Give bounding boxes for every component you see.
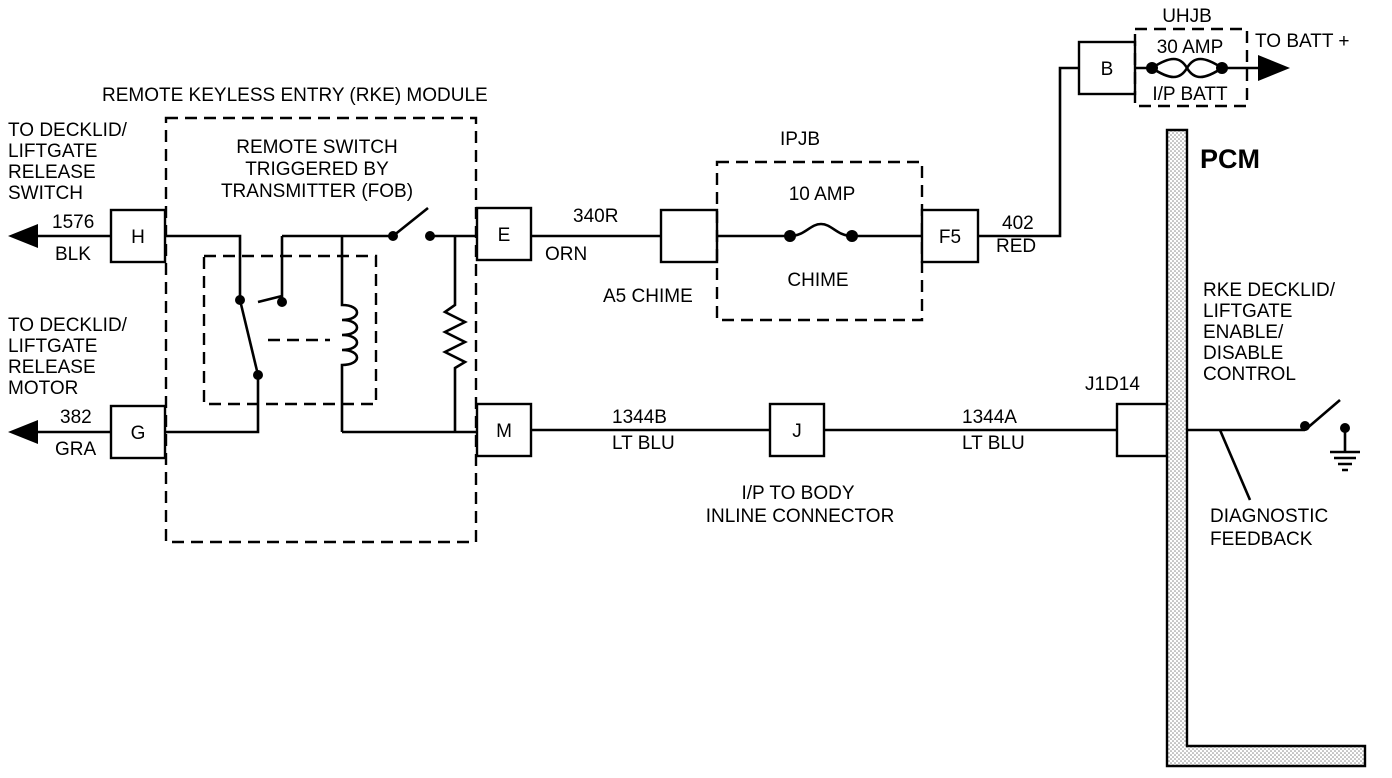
- arrow-left-icon: [8, 420, 38, 444]
- ipjb-title: IPJB: [780, 129, 820, 150]
- rke-control-label-line-5: CONTROL: [1203, 364, 1296, 385]
- inline-connector-label: I/P TO BODY INLINE CONNECTOR: [706, 483, 895, 527]
- to-decklid-release-motor-label: TO DECKLID/ LIFTGATE RELEASE MOTOR: [8, 315, 128, 399]
- release-motor-label-line-4: MOTOR: [8, 378, 78, 399]
- wire-382-circuit: 382: [60, 407, 92, 428]
- wire-h-to-relay-common: [165, 234, 242, 300]
- wire-340r-color: ORN: [545, 244, 587, 265]
- fuse-dot-left: [784, 230, 796, 242]
- release-motor-label-line-1: TO DECKLID/: [8, 315, 128, 336]
- relay-coil-icon: [340, 236, 359, 432]
- rke-control-label-line-2: LIFTGATE: [1203, 301, 1292, 322]
- connector-m-label: M: [496, 421, 512, 442]
- connector-h-label: H: [131, 227, 145, 248]
- relay-pivot-dot: [235, 295, 245, 305]
- relay-lower-dot: [253, 370, 263, 380]
- connector-e-label: E: [498, 225, 511, 246]
- connector-g: [109, 404, 167, 460]
- wire-1576-color: BLK: [55, 244, 91, 265]
- relay-contact-dot: [277, 297, 287, 307]
- rke-module-title: REMOTE KEYLESS ENTRY (RKE) MODULE: [102, 85, 488, 106]
- relay-switch-blade: [238, 299, 260, 376]
- pcm-switch-dot-left: [1300, 421, 1310, 431]
- to-batt-label: TO BATT +: [1255, 31, 1350, 52]
- release-switch-label-line-1: TO DECKLID/: [8, 120, 128, 141]
- release-motor-label-line-3: RELEASE: [8, 357, 96, 378]
- arrow-left-icon: [8, 224, 38, 248]
- ground-icon: [1330, 428, 1360, 472]
- connector-e: [475, 206, 533, 262]
- release-motor-label-line-2: LIFTGATE: [8, 336, 97, 357]
- uhjb-fuse-rating: 30 AMP: [1157, 37, 1224, 58]
- ipjb-fuse-rating: 10 AMP: [789, 184, 856, 205]
- remote-switch-label-line-2: TRIGGERED BY: [245, 159, 389, 180]
- wire-402-circuit: 402: [1002, 213, 1034, 234]
- connector-m: [475, 402, 533, 458]
- release-switch-label-line-3: RELEASE: [8, 162, 96, 183]
- remote-switch-blade: [392, 206, 429, 238]
- connector-a5: [659, 208, 719, 264]
- remote-switch-label-line-1: REMOTE SWITCH: [236, 137, 398, 158]
- rke-control-label-line-1: RKE DECKLID/: [1203, 280, 1336, 301]
- diagnostic-feedback-leader: [1218, 429, 1252, 501]
- wire-402: [978, 66, 1079, 238]
- to-decklid-release-switch-label: TO DECKLID/ LIFTGATE RELEASE SWITCH: [8, 120, 128, 204]
- inline-connector-label-line-1: I/P TO BODY: [742, 483, 855, 504]
- wire-1344b-circuit: 1344B: [612, 407, 667, 428]
- wire-382-color: GRA: [55, 439, 97, 460]
- pcm-pin-label: J1D14: [1085, 374, 1140, 395]
- rke-control-label-line-3: ENABLE/: [1203, 322, 1284, 343]
- arrow-right-icon: [1258, 55, 1290, 81]
- wire-1576-circuit: 1576: [52, 212, 94, 233]
- wire-g-to-relay: [165, 375, 260, 434]
- remote-switch-label: REMOTE SWITCH TRIGGERED BY TRANSMITTER (…: [221, 137, 413, 202]
- relay-contact-blade: [257, 294, 283, 304]
- inline-connector-label-line-2: INLINE CONNECTOR: [706, 506, 895, 527]
- diagnostic-feedback-line-1: DIAGNOSTIC: [1210, 506, 1328, 527]
- release-switch-label-line-2: LIFTGATE: [8, 141, 97, 162]
- wire-402-color: RED: [996, 236, 1036, 257]
- diagnostic-feedback-line-2: FEEDBACK: [1210, 529, 1313, 550]
- fuse-icon: [1135, 57, 1260, 79]
- pcm-body: [1165, 128, 1367, 768]
- pcm-control-switch-blade: [1304, 399, 1341, 431]
- uhjb-fuse-dot-left: [1146, 62, 1158, 74]
- pcm-title: PCM: [1200, 144, 1260, 174]
- uhjb-fuse-dot-right: [1216, 62, 1228, 74]
- a5-chime-label: A5 CHIME: [603, 286, 693, 307]
- wire-1344b-color: LT BLU: [612, 433, 675, 454]
- connector-b: [1077, 40, 1137, 96]
- remote-switch-dot-left: [388, 231, 398, 241]
- rke-control-label-line-4: DISABLE: [1203, 343, 1283, 364]
- uhjb-title: UHJB: [1162, 6, 1212, 27]
- connector-b-label: B: [1101, 59, 1114, 80]
- rke-control-label: RKE DECKLID/ LIFTGATE ENABLE/ DISABLE CO…: [1203, 280, 1336, 385]
- wire-1344a-circuit: 1344A: [962, 407, 1017, 428]
- fuse-icon: [717, 222, 922, 238]
- connector-f5-label: F5: [939, 227, 961, 248]
- connector-g-label: G: [131, 423, 146, 444]
- wire-1344a-color: LT BLU: [962, 433, 1025, 454]
- remote-switch-label-line-3: TRANSMITTER (FOB): [221, 181, 413, 202]
- resistor-icon: [442, 236, 468, 432]
- wire-340r-circuit: 340R: [573, 206, 618, 227]
- ipjb-outline: [715, 160, 924, 322]
- connector-j-label: J: [792, 421, 802, 442]
- ipjb-fuse-name: CHIME: [787, 270, 848, 291]
- fuse-dot-right: [846, 230, 858, 242]
- connector-j1d14: [1115, 402, 1169, 458]
- connector-h: [109, 208, 167, 264]
- connector-f5: [920, 208, 980, 264]
- relay-outline: [202, 254, 378, 406]
- uhjb-fuse-name: I/P BATT: [1152, 84, 1228, 105]
- rke-module-outline: [164, 116, 478, 544]
- release-switch-label-line-4: SWITCH: [8, 183, 83, 204]
